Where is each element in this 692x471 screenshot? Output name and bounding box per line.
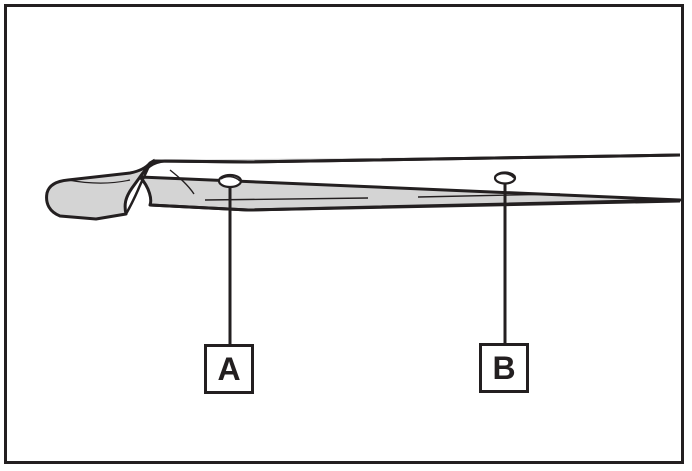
dipstick-bevel-line — [169, 169, 195, 195]
dipstick-tip-outline — [124, 162, 152, 215]
figure-frame — [4, 4, 684, 464]
dipstick-highlight-line — [417, 193, 561, 198]
callout-label-a: A — [204, 344, 254, 394]
callout-label-b: B — [479, 343, 529, 393]
hole-mark-b — [493, 171, 517, 185]
callout-b-text: B — [492, 350, 516, 386]
callout-a-text: A — [217, 351, 241, 387]
dipstick-icon — [45, 153, 682, 221]
dipstick-shaft-top — [154, 153, 681, 164]
dipstick-shaft-edge — [149, 199, 681, 212]
dipstick-highlight-line — [204, 197, 369, 201]
dipstick-tip-line — [67, 179, 131, 184]
hole-mark-a — [217, 173, 243, 189]
